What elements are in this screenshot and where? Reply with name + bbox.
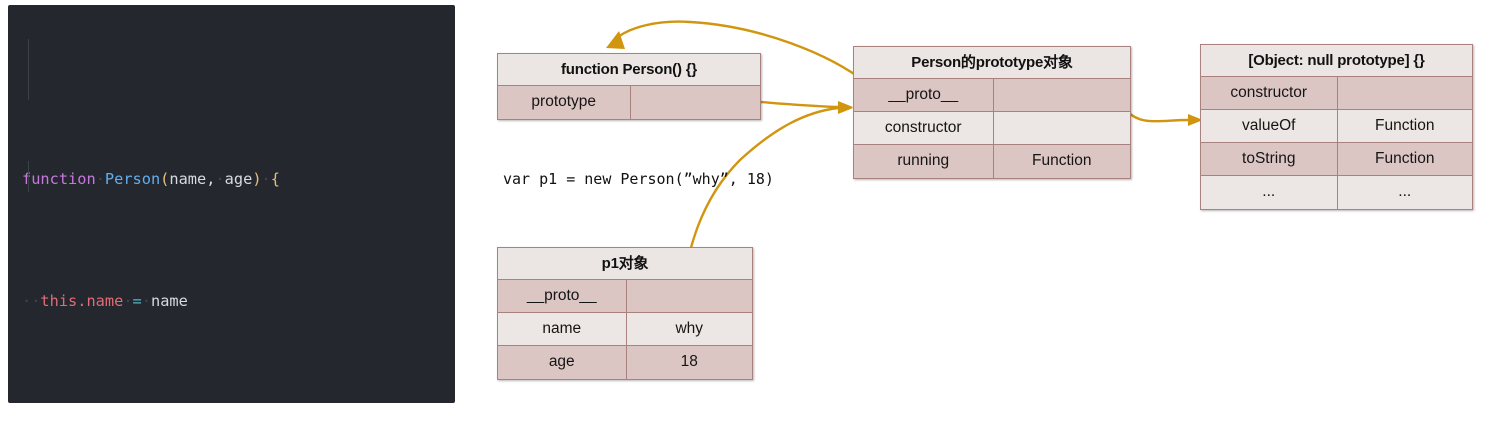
row-key: age (498, 346, 627, 379)
code-editor-panel: function·Person(name,·age)·{ ··this.name… (8, 5, 455, 403)
table-p1-object: p1对象 __proto__ name why age 18 (497, 247, 753, 380)
statement-text: var p1 = new Person(”why”, 18) (503, 170, 774, 188)
table-function-person: function Person() {} prototype (497, 53, 761, 120)
table-row: constructor (854, 112, 1130, 145)
row-value: why (675, 320, 704, 337)
table-row: running Function (854, 145, 1130, 178)
row-key: ... (1201, 176, 1338, 209)
table-row: ... ... (1201, 176, 1472, 209)
row-key: toString (1201, 143, 1338, 175)
row-value: 18 (680, 353, 698, 370)
table-title: function Person() {} (498, 54, 760, 86)
table-person-prototype: Person的prototype对象 __proto__ constructor… (853, 46, 1131, 179)
row-value: Function (1375, 150, 1435, 167)
code-line-1: function·Person(name,·age)·{ (22, 169, 280, 188)
row-value (627, 280, 753, 312)
row-key: prototype (498, 86, 631, 119)
table-row: constructor (1201, 77, 1472, 110)
row-value: Function (1032, 152, 1092, 169)
table-title: Person的prototype对象 (854, 47, 1130, 79)
row-key: constructor (1201, 77, 1338, 109)
row-value (994, 112, 1131, 144)
table-row: __proto__ (854, 79, 1130, 112)
row-key: __proto__ (498, 280, 627, 312)
table-row: prototype (498, 86, 760, 119)
row-key: constructor (854, 112, 994, 144)
table-row: name why (498, 313, 752, 346)
table-row: __proto__ (498, 280, 752, 313)
row-value (994, 79, 1131, 111)
row-key: __proto__ (854, 79, 994, 111)
table-row: toString Function (1201, 143, 1472, 176)
table-title: [Object: null prototype] {} (1201, 45, 1472, 77)
indent-guide (28, 161, 29, 192)
row-value (631, 86, 761, 119)
row-value: ... (1398, 183, 1412, 200)
row-key: valueOf (1201, 110, 1338, 142)
row-value: Function (1375, 117, 1435, 134)
table-title: p1对象 (498, 248, 752, 280)
indent-guide (28, 39, 29, 100)
code-line-2: ··this.name·=·name (22, 291, 188, 310)
table-row: valueOf Function (1201, 110, 1472, 143)
row-key: name (498, 313, 627, 345)
table-object-null-prototype: [Object: null prototype] {} constructor … (1200, 44, 1473, 210)
row-key: running (854, 145, 994, 178)
table-row: age 18 (498, 346, 752, 379)
row-value (1338, 77, 1473, 109)
